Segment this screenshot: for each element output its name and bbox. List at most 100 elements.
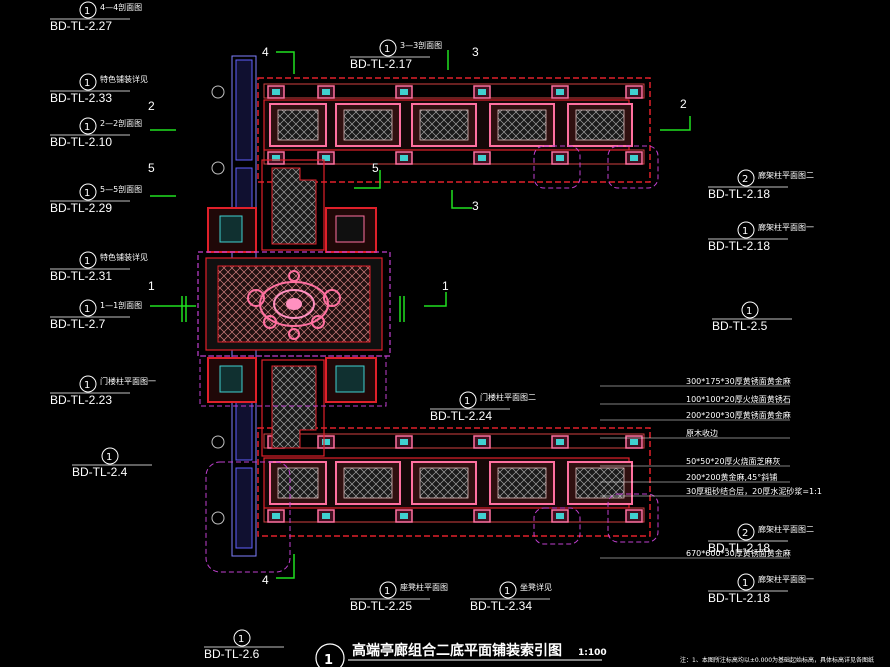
column-post-core (322, 155, 330, 161)
callout-description: 门楼柱平面图二 (480, 392, 536, 402)
drawing-note: 注：1、本图所注标高均以±0.000为基础起始标高，具体标高详见各图纸 (680, 656, 874, 664)
column-post-core (400, 89, 408, 95)
column-post-core (556, 513, 564, 519)
callout-circle (737, 169, 755, 187)
material-note: 200*200*30厚黄锈面黄金麻 (686, 410, 791, 420)
callout: 2 廊架柱平面图二 BD-TL-2.18 (708, 169, 814, 201)
callout-number: 1 (84, 122, 90, 133)
callout-description: 门楼柱平面图一 (100, 376, 156, 386)
paving-panel-inlay (497, 109, 547, 141)
callout-circle (79, 117, 97, 135)
column-post-core (478, 155, 486, 161)
callout-circle (459, 391, 477, 409)
column-post-core (400, 155, 408, 161)
drawing-scale: 1:100 (578, 648, 607, 658)
section-mark-label: 5 (372, 161, 379, 175)
material-note: 100*100*20厚火烧面黄锈石 (686, 394, 791, 404)
detail-circles (205, 145, 659, 573)
callout-circle (741, 301, 759, 319)
callout-code: BD-TL-2.25 (350, 599, 412, 613)
callout-number: 1 (84, 256, 90, 267)
section-mark-label: 4 (262, 573, 269, 587)
callout-circle (737, 523, 755, 541)
column-post-core (400, 513, 408, 519)
paving-panel-inlay (343, 467, 393, 499)
callout-circle (79, 251, 97, 269)
callout-number: 1 (742, 226, 748, 237)
callout: 1BD-TL-2.6 (204, 629, 284, 661)
callout-description: 4—4剖面图 (100, 2, 142, 12)
column-post-core (400, 439, 408, 445)
callout-code: BD-TL-2.7 (50, 317, 106, 331)
column-post-core (322, 439, 330, 445)
column-post-core (478, 89, 486, 95)
paving-panel-inlay (277, 109, 319, 141)
callout-circle (101, 447, 119, 465)
callout-code: BD-TL-2.17 (350, 57, 412, 71)
medallion-motif (247, 270, 341, 340)
section-mark-label: 4 (262, 45, 269, 59)
callout-circle (79, 375, 97, 393)
upper-inner-block (207, 159, 377, 253)
section-mark-label: 2 (148, 99, 155, 113)
callout-code: BD-TL-2.33 (50, 91, 112, 105)
column-post-core (478, 439, 486, 445)
callout-circle (233, 629, 251, 647)
callout-number: 1 (106, 452, 112, 463)
column-post-core (630, 155, 638, 161)
callout-code: BD-TL-2.18 (708, 591, 770, 605)
callout-number: 1 (464, 396, 470, 407)
callout-code: BD-TL-2.31 (50, 269, 112, 283)
material-notes: 300*175*30厚黄锈面黄金麻 100*100*20厚火烧面黄锈石 200*20… (600, 376, 822, 559)
callout-description: 特色铺装详见 (100, 252, 148, 262)
callout-description: 廊架柱平面图二 (758, 170, 814, 180)
column-post-core (322, 89, 330, 95)
callout-code: BD-TL-2.23 (50, 393, 112, 407)
top-corridor-posts (267, 85, 643, 165)
callout-code: BD-TL-2.18 (708, 187, 770, 201)
callout-description: 坐凳详见 (520, 582, 552, 592)
bottom-corridor-posts (267, 435, 643, 523)
callout-description: 座凳柱平面图 (400, 582, 448, 592)
drawing-title: 高端亭廊组合二底平面铺装索引图 (352, 642, 562, 659)
callout: 1BD-TL-2.5 (712, 301, 792, 333)
column-post-core (272, 155, 280, 161)
paving-panel-inlay (575, 467, 625, 499)
title-block: 1 高端亭廊组合二底平面铺装索引图 1:100 注：1、本图所注标高均以±0.0… (315, 642, 874, 667)
section-mark-label: 3 (472, 45, 479, 59)
column-post-core (630, 89, 638, 95)
callout: 1BD-TL-2.4 (72, 447, 152, 479)
paving-panel-inlay (497, 467, 547, 499)
material-note: 300*175*30厚黄锈面黄金麻 (686, 376, 791, 386)
callout-description: 廊架柱平面图一 (758, 222, 814, 232)
callout-description: 1—1剖面图 (100, 300, 142, 310)
callout-number: 2 (742, 174, 748, 185)
callout-number: 1 (504, 586, 510, 597)
callout-description: 特色铺装详见 (100, 74, 148, 84)
material-note: 原木收边 (686, 428, 718, 438)
material-note: 50*50*20厚火烧面芝麻灰 (686, 456, 781, 466)
callout-number: 2 (742, 528, 748, 539)
callout: 1 1—1剖面图 BD-TL-2.7 (50, 299, 142, 331)
callout-description: 廊架柱平面图一 (758, 574, 814, 584)
paving-panel-inlay (343, 109, 393, 141)
callout-number: 1 (84, 304, 90, 315)
callout-number: 1 (84, 6, 90, 17)
callout-circle (379, 39, 397, 57)
paving-panel-inlay (419, 109, 469, 141)
central-plaza (197, 251, 391, 357)
column-post-core (322, 513, 330, 519)
column-post-core (630, 513, 638, 519)
column-post-core (556, 439, 564, 445)
callout-circle (79, 183, 97, 201)
callout-number: 1 (84, 380, 90, 391)
callout-circle (79, 299, 97, 317)
